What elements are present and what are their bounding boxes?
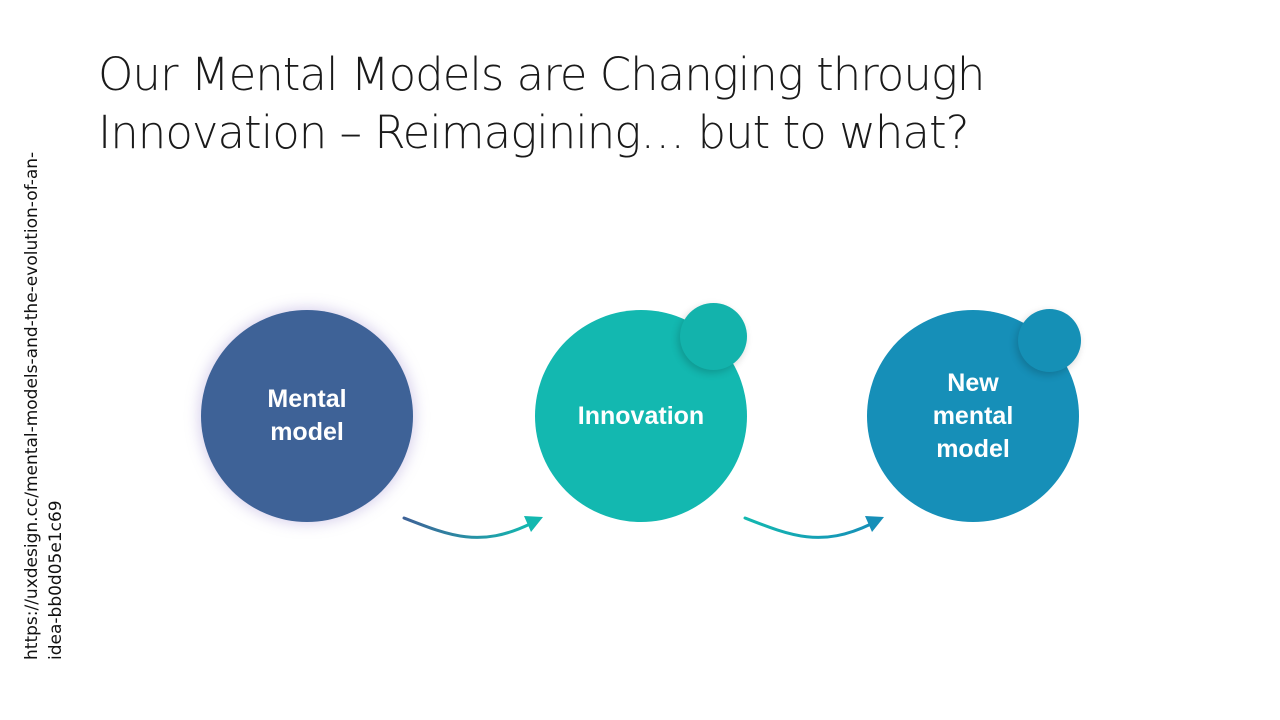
node-label-line: New [947, 368, 999, 397]
node-mental-model: Mental model [201, 310, 413, 522]
slide-title-line-1: Our Mental Models are Changing through [98, 48, 985, 101]
node-label-line: Innovation [577, 401, 705, 430]
new-model-accent-bubble [1018, 309, 1081, 372]
node-new-mental-model-label: New mental model [933, 367, 1014, 466]
node-mental-model-label: Mental model [267, 383, 346, 449]
source-url-line-2: idea-bb0d05e1c69 [46, 500, 66, 660]
innovation-accent-bubble [680, 303, 747, 370]
source-url[interactable]: https://uxdesign.cc/mental-models-and-th… [20, 40, 68, 660]
node-label-line: Mental [267, 385, 347, 413]
arrow-innovation-to-new-model [743, 516, 884, 539]
node-new-mental-model: New mental model [867, 310, 1079, 522]
slide-title: Our Mental Models are Changing through I… [98, 46, 1198, 162]
node-label-line: model [270, 418, 344, 446]
source-url-line-1: https://uxdesign.cc/mental-models-and-th… [22, 151, 42, 660]
node-innovation-label: Innovation [578, 400, 704, 433]
node-label-line: model [936, 434, 1010, 463]
slide-title-line-2: Innovation – Reimagining… but to what? [98, 106, 970, 159]
node-label-line: mental [932, 401, 1014, 430]
arrow-mental-to-innovation [402, 516, 543, 539]
